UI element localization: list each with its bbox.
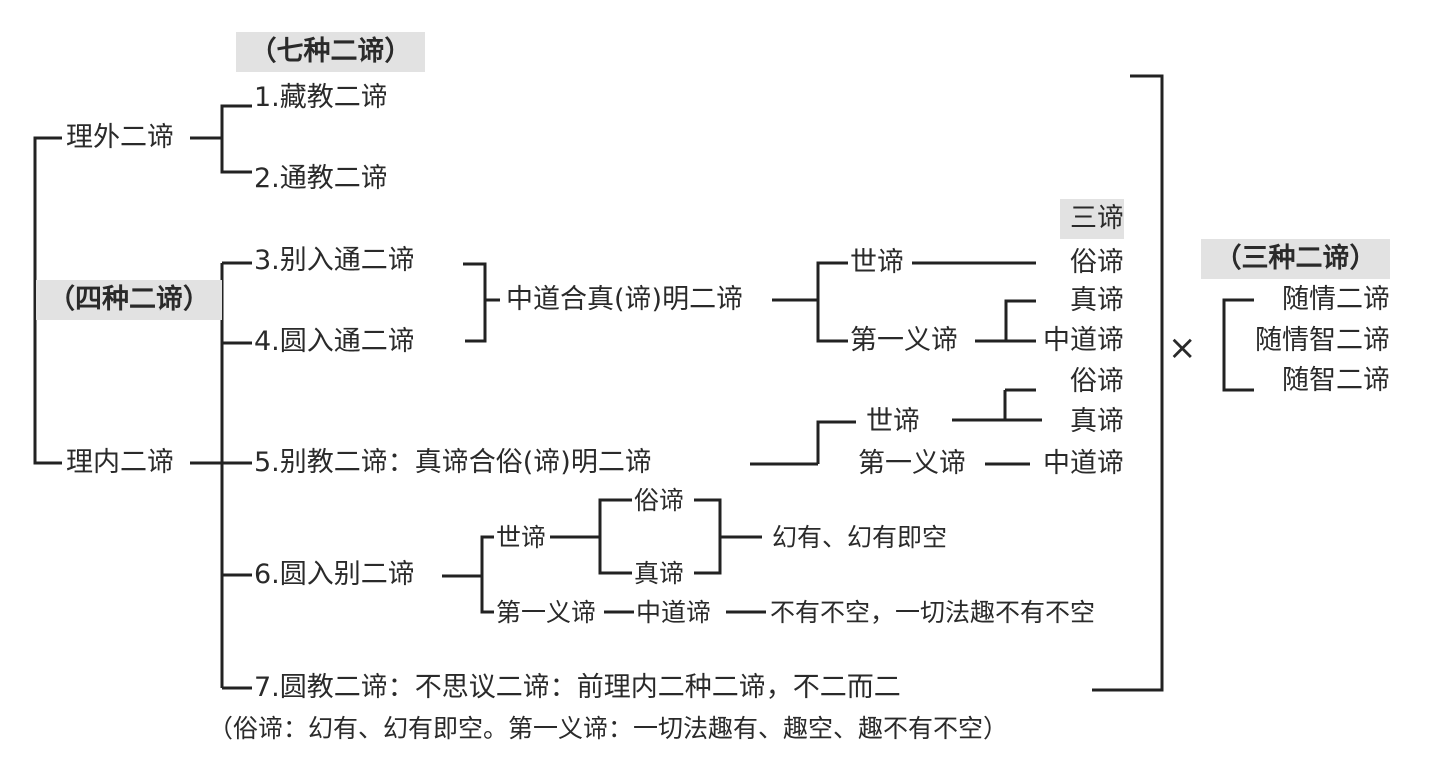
g5-bracket [816,420,856,464]
g34-zhong: 中道谛 [1043,325,1124,356]
g6-split-right [694,498,722,575]
outer-bracket [220,104,252,174]
g6-worldly-result: 幻有、幻有即空 [772,523,948,552]
g6-zhong: 中道谛 [636,598,712,627]
item-3: 3.别入通二谛 [254,245,415,276]
g34-zhen: 真谛 [1070,285,1124,316]
outer-two-truths: 理外二谛 [66,122,174,153]
three-kinds-bracket [1222,298,1254,392]
g5-zhong: 中道谛 [1043,448,1124,479]
three-kinds-header: （三种二谛） [1201,239,1390,279]
g6-split-left [598,498,632,575]
four-kinds-header: （四种二谛） [36,280,222,320]
g5-worldly: 世谛 [866,406,920,437]
three-truths-header: 三谛 [1060,199,1124,239]
merge34-bracket [463,262,487,343]
big-right-bracket [1092,74,1164,692]
item-1: 1.藏教二谛 [254,82,388,113]
g34-worldly: 世谛 [850,247,904,278]
g6-bracket [480,535,494,614]
item-2: 2.通教二谛 [254,163,388,194]
g5-ultimate: 第一义谛 [858,448,966,479]
g34-bracket [816,261,848,343]
g34-merged: 中道合真(谛)明二谛 [506,284,744,315]
g6-ultimate-result: 不有不空，一切法趣不有不空 [770,598,1096,627]
g5-zhen: 真谛 [1070,406,1124,437]
g6-zhen: 真谛 [634,559,685,588]
three-kinds-item-2: 随情智二谛 [1255,325,1390,356]
g6-worldly: 世谛 [496,523,547,552]
g6-ultimate: 第一义谛 [496,598,597,627]
item-4: 4.圆入通二谛 [254,326,415,357]
three-kinds-item-3: 随智二谛 [1282,365,1390,396]
item-7: 7.圆教二谛：不思议二谛：前理内二种二谛，不二而二 [254,672,901,703]
seven-kinds-header: （七种二谛） [236,32,425,72]
item-5: 5.别教二谛：真谛合俗(谛)明二谛 [254,447,652,478]
item-6: 6.圆入别二谛 [254,559,415,590]
times-symbol: × [1168,328,1197,368]
note: （俗谛：幻有、幻有即空。第一义谛：一切法趣有、趣空、趣不有不空） [208,714,1009,743]
root-bracket [33,136,62,465]
g34-su: 俗谛 [1070,247,1124,278]
g6-su: 俗谛 [634,486,685,515]
g34-ultimate: 第一义谛 [850,325,958,356]
inner-two-truths: 理内二谛 [66,447,174,478]
g5-su: 俗谛 [1070,366,1124,397]
three-kinds-item-1: 随情二谛 [1282,284,1390,315]
g34-ult-bracket [1004,299,1036,341]
